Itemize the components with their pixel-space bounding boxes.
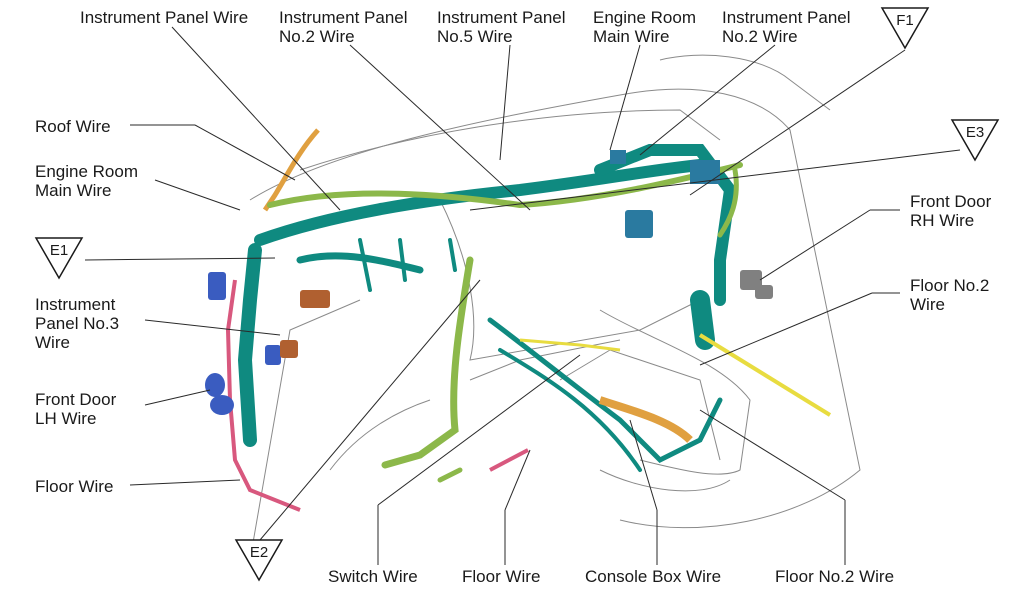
label-front-door-lh-wire: Front Door LH Wire	[35, 390, 117, 428]
label-switch-wire: Switch Wire	[328, 567, 418, 586]
connector-e1: E1	[34, 237, 84, 280]
switch-wire-path	[519, 338, 621, 352]
label-floor-wire-left: Floor Wire	[35, 477, 114, 496]
label-engine-room-main-wire-top: Engine Room Main Wire	[593, 8, 697, 46]
instrument-panel-blocks	[610, 150, 720, 238]
floor-no2-wire-path	[698, 333, 832, 417]
connector-e3: E3	[950, 119, 1000, 162]
label-floor-wire-bottom: Floor Wire	[462, 567, 541, 586]
leader-lines	[84, 26, 961, 565]
label-floor-no2-wire-right: Floor No.2 Wire	[910, 276, 990, 314]
front-door-rh-connector	[740, 270, 773, 299]
connector-e2: E2	[234, 539, 284, 582]
instrument-panel-no2-harness	[267, 162, 743, 483]
front-door-lh-connector	[205, 272, 281, 415]
label-front-door-rh-wire: Front Door RH Wire	[910, 192, 992, 230]
label-instrument-panel-no2-wire-top: Instrument Panel No.2 Wire	[279, 8, 408, 46]
label-console-box-wire: Console Box Wire	[585, 567, 722, 586]
label-instrument-panel-no3-wire: Instrument Panel No.3 Wire	[35, 295, 120, 352]
instrument-panel-no3-connectors	[280, 290, 330, 358]
label-floor-no2-wire-bottom: Floor No.2 Wire	[775, 567, 895, 586]
connector-e1-label: E1	[50, 242, 68, 259]
console-box-wire-path	[598, 396, 693, 443]
roof-wire-path	[262, 128, 320, 212]
label-instrument-panel-no5-wire: Instrument Panel No.5 Wire	[437, 8, 566, 46]
dashboard-outline	[249, 54, 861, 561]
label-instrument-panel-wire: Instrument Panel Wire	[80, 8, 249, 27]
label-engine-room-main-wire-left: Engine Room Main Wire	[35, 162, 139, 200]
floor-wire-bottom-path	[489, 448, 529, 472]
label-instrument-panel-no2-wire-right: Instrument Panel No.2 Wire	[722, 8, 851, 46]
connector-e2-label: E2	[250, 544, 268, 561]
label-roof-wire: Roof Wire	[35, 117, 111, 136]
connector-f1-label: F1	[896, 12, 914, 29]
connector-f1: F1	[880, 7, 930, 50]
floor-wire-left-path	[225, 279, 301, 512]
connector-e3-label: E3	[966, 124, 984, 141]
